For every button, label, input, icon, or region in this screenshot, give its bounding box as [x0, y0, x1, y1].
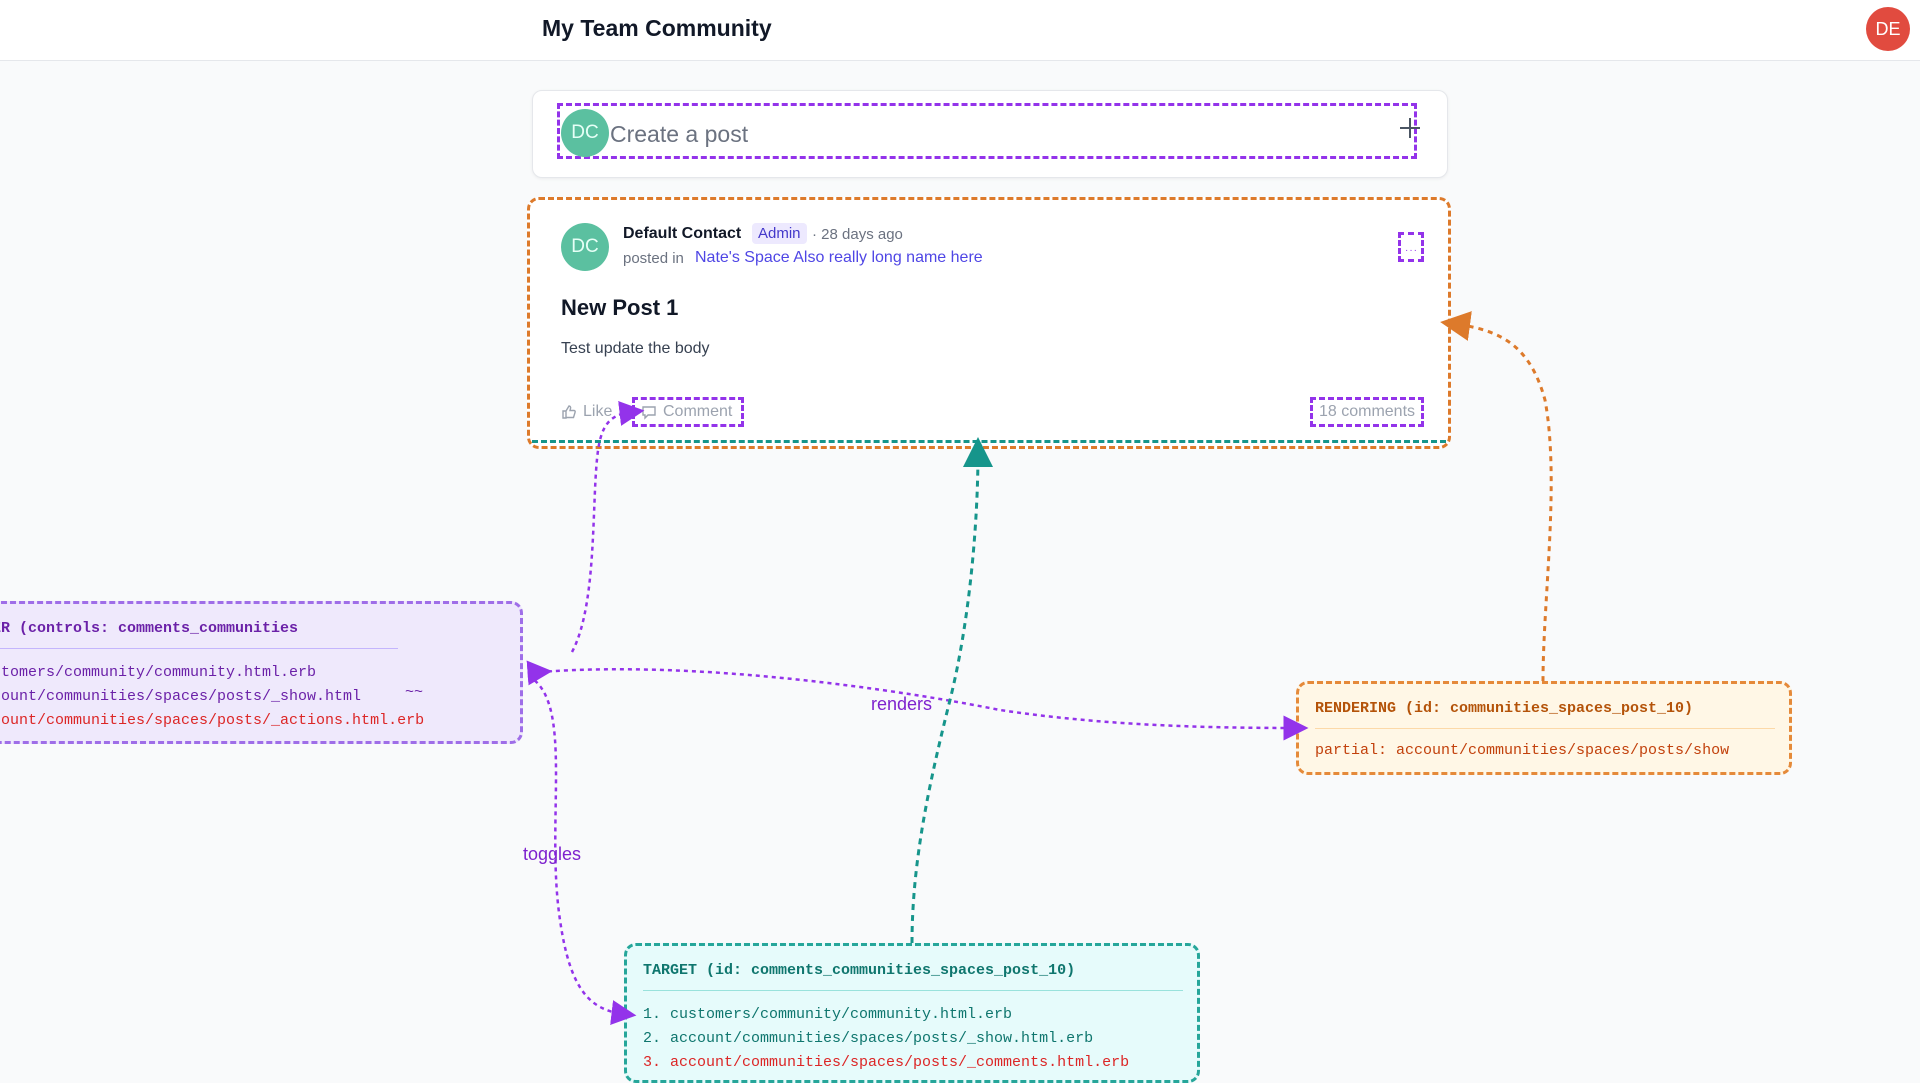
- divider: [1315, 728, 1775, 729]
- app-title: My Team Community: [542, 15, 772, 41]
- like-label: Like: [583, 403, 613, 420]
- target-header: TARGET (id: comments_communities_spaces_…: [643, 962, 1076, 979]
- comment-icon: [642, 406, 656, 420]
- post-body: Test update the body: [561, 340, 710, 357]
- target-debug-panel: TARGET (id: comments_communities_spaces_…: [624, 943, 1200, 1083]
- divider: [643, 990, 1183, 991]
- post-author-name[interactable]: Default Contact: [623, 225, 742, 242]
- space-link[interactable]: Nate's Space Also really long name here: [695, 249, 983, 266]
- post-menu-button[interactable]: ···: [1398, 232, 1424, 262]
- composer-avatar: DC: [561, 109, 609, 157]
- comment-button[interactable]: Comment: [632, 397, 744, 427]
- post-card: [527, 197, 1451, 449]
- ellipsis-icon: ···: [1405, 245, 1418, 256]
- like-button[interactable]: Like: [561, 403, 612, 421]
- plus-icon[interactable]: [1400, 118, 1420, 138]
- target-line-2: 2. account/communities/spaces/posts/_sho…: [643, 1030, 1094, 1047]
- comment-label: Comment: [663, 403, 733, 420]
- post-author-avatar[interactable]: DC: [561, 223, 609, 271]
- controller-line-3: ccount/communities/spaces/posts/_actions…: [0, 712, 425, 729]
- controller-line-2: ccount/communities/spaces/posts/_show.ht…: [0, 688, 362, 705]
- rendering-line: partial: account/communities/spaces/post…: [1315, 742, 1730, 759]
- create-post-placeholder[interactable]: Create a post: [610, 121, 749, 147]
- target-line-1: 1. customers/community/community.html.er…: [643, 1006, 1013, 1023]
- toggles-label: toggles: [523, 844, 582, 864]
- post-card-target-outline: [532, 440, 1446, 443]
- create-post-card: [532, 90, 1448, 178]
- top-bar: My Team Community DE: [0, 0, 1920, 61]
- posted-in-label: posted in: [623, 250, 684, 267]
- renders-label: renders: [871, 694, 933, 714]
- divider: [0, 648, 398, 649]
- rendering-debug-panel: RENDERING (id: communities_spaces_post_1…: [1296, 681, 1792, 775]
- post-timestamp: · 28 days ago: [812, 226, 903, 243]
- target-line-3: 3. account/communities/spaces/posts/_com…: [643, 1054, 1130, 1071]
- controller-line-1: ustomers/community/community.html.erb: [0, 664, 317, 681]
- create-post-input[interactable]: [557, 103, 1417, 159]
- comments-count[interactable]: 18 comments: [1310, 397, 1424, 427]
- rendering-to-post-arrow: [1440, 311, 1553, 682]
- controller-line-2-ellipsis: ~~: [405, 684, 424, 701]
- controller-debug-panel: GER (controls: comments_communities usto…: [0, 601, 523, 744]
- role-badge: Admin: [752, 223, 807, 244]
- thumbs-up-icon: [562, 405, 576, 419]
- controller-header: GER (controls: comments_communities: [0, 620, 299, 637]
- rendering-header: RENDERING (id: communities_spaces_post_1…: [1315, 700, 1694, 717]
- user-avatar[interactable]: DE: [1866, 7, 1910, 51]
- post-title: New Post 1: [561, 295, 679, 320]
